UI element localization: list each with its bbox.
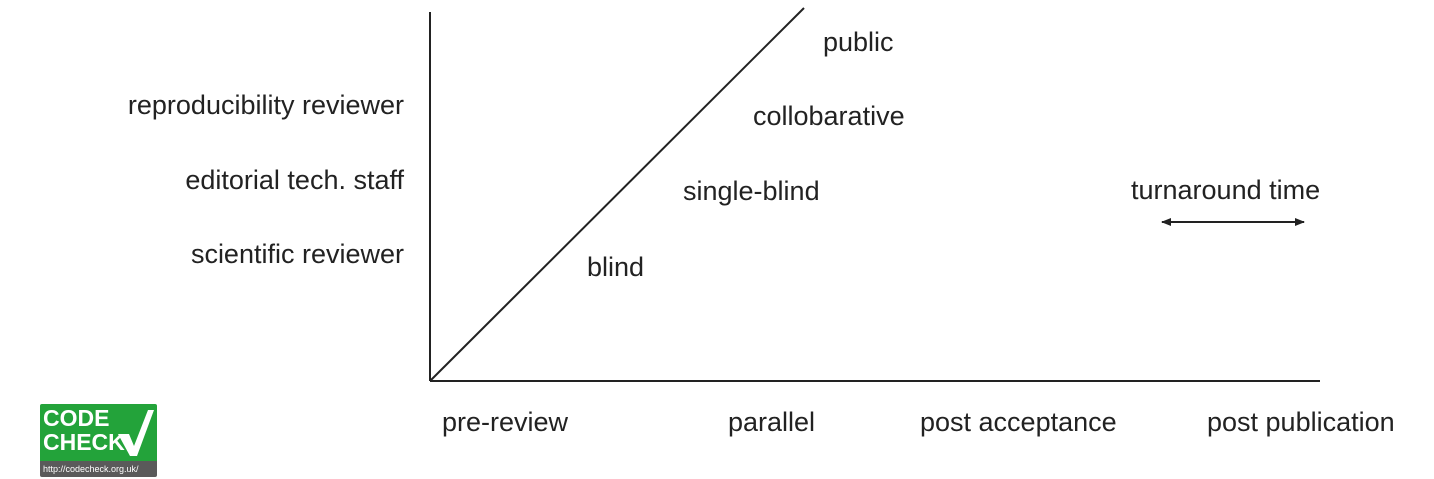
logo-url: http://codecheck.org.uk/ xyxy=(43,464,139,474)
transparency-label-public: public xyxy=(823,27,894,57)
role-label-scientific-reviewer: scientific reviewer xyxy=(190,239,404,269)
logo-badge: CODE CHECK xyxy=(40,404,157,461)
transparency-label-blind: blind xyxy=(587,252,645,282)
checkmark-icon xyxy=(118,410,154,456)
timing-label-parallel: parallel xyxy=(728,407,816,437)
transparency-label-collaborative: collobarative xyxy=(753,101,905,131)
role-label-editorial-tech-staff: editorial tech. staff xyxy=(185,165,404,195)
role-label-reproducibility-reviewer: reproducibility reviewer xyxy=(127,90,404,120)
transparency-label-single-blind: single-blind xyxy=(683,176,820,206)
timing-label-post-acceptance: post acceptance xyxy=(920,407,1117,437)
diagonal-line xyxy=(429,7,805,382)
logo-word-check: CHECK xyxy=(43,429,125,455)
logo-word-code: CODE xyxy=(43,405,110,431)
timing-label-post-publication: post publication xyxy=(1207,407,1395,437)
turnaround-time-label: turnaround time xyxy=(1131,175,1321,205)
timing-label-pre-review: pre-review xyxy=(442,407,569,437)
codecheck-logo: CODE CHECK http://codecheck.org.uk/ xyxy=(40,404,157,477)
logo-url-bar: http://codecheck.org.uk/ xyxy=(40,461,157,477)
